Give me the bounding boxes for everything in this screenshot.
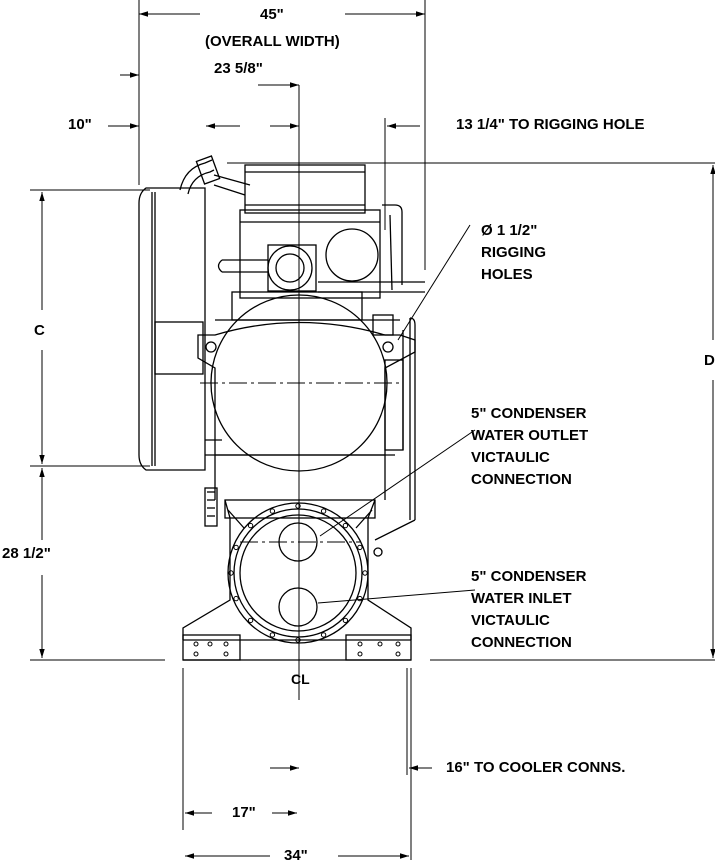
base-height-dimension: 28 1/2" (2, 545, 51, 562)
base-frame (182, 499, 412, 661)
flange-bolt-hole (320, 632, 327, 638)
flange-bolt-hole (233, 544, 239, 551)
height-d-dimension: D (704, 352, 715, 369)
overall-width-dimension: 45" (260, 6, 284, 23)
outlet-line-1: 5" CONDENSER (471, 405, 587, 422)
flange-bolt-hole (295, 503, 301, 509)
flange-bolt-hole (269, 632, 276, 638)
flange-bolt-hole (269, 508, 276, 514)
flange-bolt-hole (342, 522, 349, 529)
rigging-holes-line-3: HOLES (481, 266, 533, 283)
half-width-dimension: 23 5/8" (214, 60, 263, 77)
flange-bolt-hole (247, 522, 254, 529)
left-offset-dimension: 10" (68, 116, 92, 133)
right-foot (345, 634, 412, 661)
condenser-water-box (224, 499, 416, 644)
base-width-dimension: 34" (284, 847, 308, 864)
condenser-inlet-callout: 5" CONDENSER WATER INLET VICTAULIC CONNE… (471, 566, 586, 654)
inlet-line-3: VICTAULIC (471, 612, 550, 629)
centerline-symbol: CL (291, 671, 310, 687)
flange-bolt-hole (233, 595, 239, 602)
flange-bolt-hole (357, 595, 363, 602)
center-lines (200, 330, 400, 690)
flange-bolt-hole (320, 508, 327, 514)
height-c-dimension: C (34, 322, 45, 339)
flange-bolt-hole (342, 617, 349, 624)
condenser-outlet-callout: 5" CONDENSER WATER OUTLET VICTAULIC CONN… (471, 403, 588, 491)
outlet-line-4: CONNECTION (471, 471, 572, 488)
outlet-line-3: VICTAULIC (471, 449, 550, 466)
rigging-holes-line-2: RIGGING (481, 244, 547, 261)
flange-bolt-hole (228, 570, 234, 576)
flange-bolt-holes (228, 503, 368, 643)
leader-lines (317, 224, 476, 604)
control-panel-box (138, 187, 222, 527)
inlet-line-2: WATER INLET (471, 590, 572, 607)
cooler-conns-dimension: 16" TO COOLER CONNS. (446, 759, 626, 776)
left-foot (182, 634, 241, 661)
overall-width-caption: (OVERALL WIDTH) (205, 33, 340, 50)
dimension-lines (39, 11, 715, 859)
flange-bolt-hole (295, 637, 301, 643)
cooler-shell (197, 294, 416, 520)
flange-bolt-hole (357, 544, 363, 551)
inlet-line-1: 5" CONDENSER (471, 568, 587, 585)
half-base-dimension: 17" (232, 804, 256, 821)
inlet-line-4: CONNECTION (471, 634, 572, 651)
condenser-inlet-nozzle (278, 587, 318, 627)
condenser-outlet-nozzle (278, 522, 318, 562)
outlet-line-2: WATER OUTLET (471, 427, 589, 444)
rigging-holes-line-1: Ø 1 1/2" (481, 222, 538, 239)
compressor-assembly (179, 155, 425, 336)
rigging-hole-dimension: 13 1/4" TO RIGGING HOLE (456, 116, 645, 133)
flange-bolt-hole (247, 617, 254, 624)
rigging-holes-callout: Ø 1 1/2" RIGGING HOLES (481, 220, 546, 286)
foot-bolt-holes (193, 641, 401, 657)
flange-bolt-hole (362, 570, 368, 576)
